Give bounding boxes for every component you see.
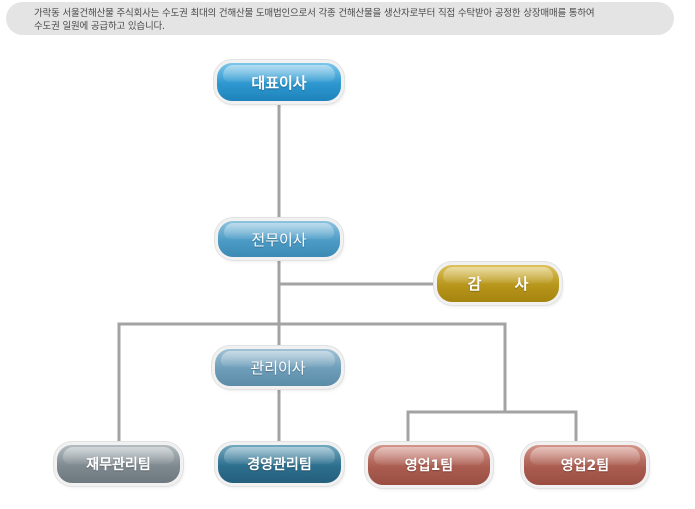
intro-line-2: 수도권 일원에 공급하고 있습니다. — [34, 21, 165, 32]
node-ceo: 대표이사 — [217, 63, 341, 101]
intro-banner: 가락동 서울건해산물 주식회사는 수도권 최대의 건해산물 도매법인으로서 각종… — [6, 2, 674, 35]
node-management-team-label: 경영관리팀 — [247, 457, 312, 473]
node-auditor: 감 사 — [437, 265, 559, 302]
node-sales-team-2: 영업2팀 — [524, 445, 646, 485]
intro-line-1: 가락동 서울건해산물 주식회사는 수도권 최대의 건해산물 도매법인으로서 각종… — [34, 8, 595, 19]
intro-text: 가락동 서울건해산물 주식회사는 수도권 최대의 건해산물 도매법인으로서 각종… — [34, 7, 664, 33]
node-sales-team-1-label: 영업1팀 — [404, 458, 454, 474]
node-admin-director: 관리이사 — [215, 349, 341, 386]
node-managing-director: 전무이사 — [218, 221, 340, 257]
node-sales-team-2-label: 영업2팀 — [560, 458, 610, 474]
node-ceo-label: 대표이사 — [251, 73, 307, 92]
node-admin-director-label: 관리이사 — [250, 359, 306, 377]
node-finance-team: 재무관리팀 — [57, 445, 180, 483]
node-management-team: 경영관리팀 — [218, 445, 341, 483]
node-finance-team-label: 재무관리팀 — [86, 457, 151, 473]
node-managing-director-label: 전무이사 — [251, 230, 307, 249]
node-sales-team-1: 영업1팀 — [368, 445, 490, 485]
node-auditor-label: 감 사 — [467, 275, 543, 293]
